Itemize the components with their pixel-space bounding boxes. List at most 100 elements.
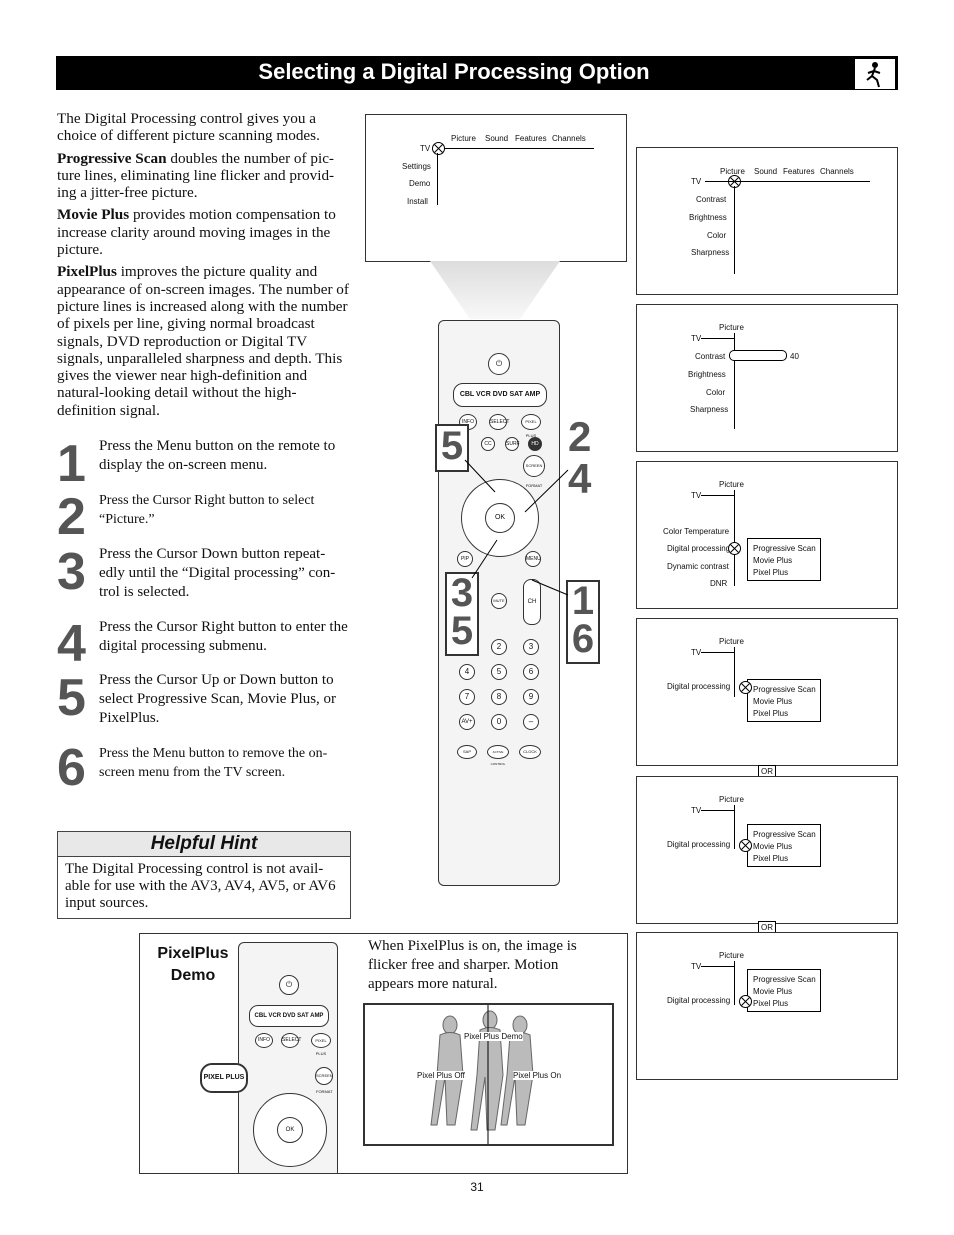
option-progressive-scan[interactable]: Progressive Scan xyxy=(753,975,816,984)
term: PixelPlus xyxy=(57,263,117,281)
option-movie-plus[interactable]: Movie Plus xyxy=(753,987,793,996)
active-control-button[interactable]: ACTIVE CONTROL xyxy=(487,745,509,766)
pixelplus-button[interactable]: PIXEL PLUS xyxy=(311,1033,331,1056)
page-title: Selecting a Digital Processing Option xyxy=(258,59,650,84)
pixelplus-callout-button[interactable]: PIXEL PLUS xyxy=(200,1063,248,1093)
option-pixel-plus[interactable]: Pixel Plus xyxy=(753,854,789,863)
or-label: OR xyxy=(758,765,776,778)
select-button[interactable]: SELECT xyxy=(281,1033,301,1048)
movie-plus-paragraph: Movie Plus provides motion compensation … xyxy=(57,206,349,258)
callout-2-4: 2 4 xyxy=(568,413,592,502)
step-number: 5 xyxy=(57,669,86,727)
term: Movie Plus xyxy=(57,206,130,224)
menu-digital-processing: Digital processing xyxy=(667,544,731,553)
mute-button[interactable]: MUTE xyxy=(491,593,507,609)
power-button[interactable]: ⏻ xyxy=(279,975,299,995)
callout-pointers xyxy=(464,459,569,596)
menu-line xyxy=(437,153,438,205)
select-button[interactable]: SELECT xyxy=(489,414,509,430)
menu-picture: Picture xyxy=(719,637,744,646)
pixelplus-demo-box xyxy=(139,933,628,1174)
menu-dnr: DNR xyxy=(710,579,728,588)
menu-picture: Picture xyxy=(719,480,744,489)
source-buttons[interactable]: CBL VCR DVD SAT AMP xyxy=(249,1005,329,1027)
cursor-icon xyxy=(739,681,752,694)
surf-button[interactable]: SURF xyxy=(505,437,520,451)
menu-picture: Picture xyxy=(720,167,745,176)
digit-3-button[interactable]: 3 xyxy=(523,639,539,655)
cursor-icon xyxy=(739,995,752,1008)
cursor-icon xyxy=(739,839,752,852)
menu-line xyxy=(444,148,594,149)
digit-9-button[interactable]: 9 xyxy=(523,689,539,705)
menu-dynamic-contrast: Dynamic contrast xyxy=(667,562,729,571)
menu-channels: Channels xyxy=(820,167,854,176)
clock-button[interactable]: CLOCK xyxy=(519,745,541,759)
ok-button[interactable]: OK xyxy=(277,1117,303,1143)
digit-8-button[interactable]: 8 xyxy=(491,689,507,705)
menu-line xyxy=(734,186,735,274)
menu-digital-processing: Digital processing xyxy=(667,682,731,691)
sap-button[interactable]: SAP xyxy=(457,745,477,759)
menu-line xyxy=(734,961,735,1005)
source-buttons[interactable]: CBL VCR DVD SAT AMP xyxy=(453,383,547,407)
menu-picture: Picture xyxy=(719,795,744,804)
pip-button[interactable]: PIP xyxy=(457,551,473,567)
page-number: 31 xyxy=(470,1180,484,1194)
desc: doubles the number of pic-ture lines, el… xyxy=(57,149,335,202)
intro-text: The Digital Processing control gives you… xyxy=(57,110,349,424)
menu-color: Color xyxy=(707,231,727,240)
digit-0-button[interactable]: 0 xyxy=(491,714,507,730)
ok-button[interactable]: OK xyxy=(485,503,515,533)
term: Progressive Scan xyxy=(57,149,167,167)
option-pixel-plus: Pixel Plus xyxy=(753,568,789,577)
screen-format-button[interactable]: SCREEN FORMAT xyxy=(523,455,545,488)
screen-format-button[interactable]: SCREEN FORMAT xyxy=(315,1067,333,1094)
cc-button[interactable]: CC xyxy=(481,437,495,451)
contrast-slider[interactable] xyxy=(729,350,787,361)
callout-number: 1 6 xyxy=(571,579,595,661)
desc: improves the picture quality and appeara… xyxy=(57,263,349,419)
menu-sharpness: Sharpness xyxy=(691,248,730,257)
menu-tv: TV xyxy=(691,648,702,657)
channel-rocker[interactable]: CH xyxy=(523,579,541,625)
option-progressive-scan[interactable]: Progressive Scan xyxy=(753,830,816,839)
menu-button[interactable]: MENU xyxy=(525,551,541,567)
option-pixel-plus[interactable]: Pixel Plus xyxy=(753,709,789,718)
pixelplus-button[interactable]: PIXEL PLUS xyxy=(521,414,541,438)
option-movie-plus: Movie Plus xyxy=(753,556,793,565)
av-plus-button[interactable]: AV+ xyxy=(459,714,475,730)
menu-line xyxy=(734,647,735,697)
menu-tv: TV xyxy=(691,962,702,971)
digit-4-button[interactable]: 4 xyxy=(459,664,475,680)
menu-tv: TV xyxy=(420,144,431,153)
step-number: 6 xyxy=(57,739,86,797)
menu-demo: Demo xyxy=(409,179,431,188)
menu-sound: Sound xyxy=(485,134,509,143)
pixelplus-demo-title: PixelPlus Demo xyxy=(157,945,229,984)
option-pixel-plus[interactable]: Pixel Plus xyxy=(753,999,789,1008)
option-progressive-scan[interactable]: Progressive Scan xyxy=(753,685,816,694)
option-movie-plus[interactable]: Movie Plus xyxy=(753,842,793,851)
digit-6-button[interactable]: 6 xyxy=(523,664,539,680)
menu-tv: TV xyxy=(691,334,702,343)
digit-5-button[interactable]: 5 xyxy=(491,664,507,680)
digit-2-button[interactable]: 2 xyxy=(491,639,507,655)
step-text: Press the Cursor Up or Down button to se… xyxy=(99,672,337,726)
submenu: Progressive Scan Movie Plus Pixel Plus xyxy=(747,679,821,722)
menu-contrast: Contrast xyxy=(695,352,726,361)
pixelplus-demo-text: When PixelPlus is on, the image is flick… xyxy=(368,938,577,992)
menu-line xyxy=(734,805,735,849)
power-button[interactable]: ⏻ xyxy=(488,353,510,375)
step-text: Press the Cursor Right button to enter t… xyxy=(99,619,348,654)
callout-1-6: 1 6 xyxy=(566,580,600,664)
digit-7-button[interactable]: 7 xyxy=(459,689,475,705)
dash-button[interactable]: – xyxy=(523,714,539,730)
option-movie-plus[interactable]: Movie Plus xyxy=(753,697,793,706)
info-button[interactable]: INFO xyxy=(255,1033,273,1048)
hd-button[interactable]: HD xyxy=(528,437,542,451)
callout-3-5: 3 5 xyxy=(445,572,479,656)
desc: provides motion compensation to increase… xyxy=(57,206,336,259)
progressive-scan-paragraph: Progressive Scan doubles the number of p… xyxy=(57,150,349,202)
pixel-plus-screen: Picture TV Digital processing Progressiv… xyxy=(636,932,898,1080)
